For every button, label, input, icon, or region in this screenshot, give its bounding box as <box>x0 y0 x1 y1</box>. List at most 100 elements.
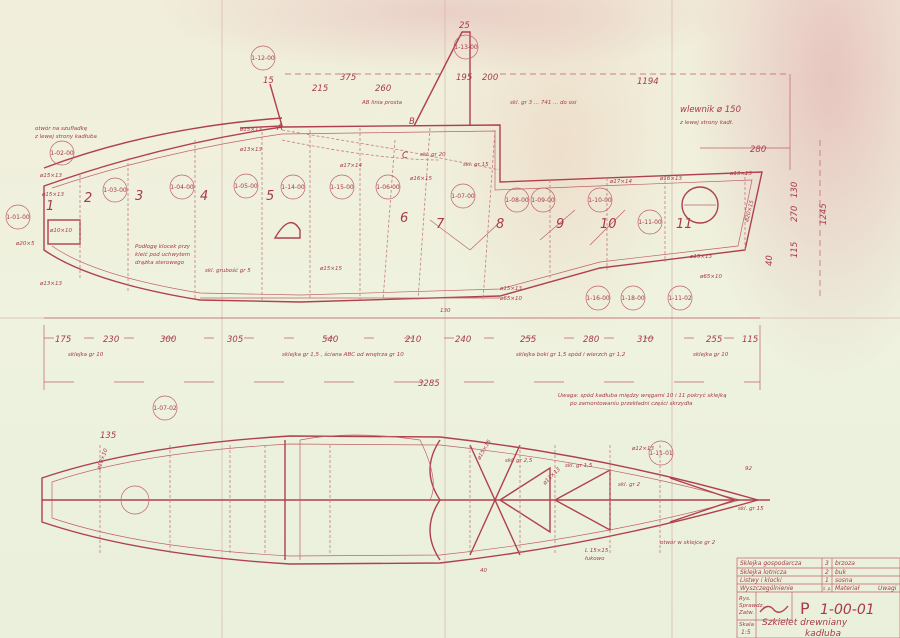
section-size-label: ø15×13 <box>689 254 712 260</box>
part-callout-circle <box>169 174 195 200</box>
part-callout-label: 1-16-00 <box>586 295 610 302</box>
note-plywood-rear: sklejka boki gr 1,5 spód i wierzch gr 1,… <box>516 351 626 358</box>
section-size-label: ø13×13 <box>729 171 752 177</box>
height-dimension: 130 <box>790 182 800 198</box>
part-callout-circle <box>453 34 479 60</box>
section-size-label: ø10×10 <box>49 228 72 234</box>
part-callout-label: 1-02-00 <box>50 150 74 157</box>
part-callout-label: 1-07-02 <box>153 405 177 412</box>
reference-point: A <box>276 123 283 133</box>
part-callout-circle <box>375 174 401 200</box>
part-callout-circle <box>233 173 259 199</box>
part-callout-label: 1-15-00 <box>330 184 354 191</box>
height-dimension: 115 <box>790 242 800 258</box>
plan-note: skl. gr 15 <box>738 506 764 512</box>
dimension-label: 1194 <box>637 77 659 87</box>
section-size-label: ø15×13 <box>41 192 64 198</box>
part-callout-label: 1-18-00 <box>621 295 645 302</box>
section-size-label: ø17×14 <box>339 163 362 169</box>
dimension-label: 280 <box>750 145 766 155</box>
frame-member <box>482 129 496 301</box>
frame-number: 8 <box>496 217 504 232</box>
frame-number: 6 <box>400 211 408 226</box>
material-no-3: 1 <box>825 577 829 584</box>
material-item-2: Sklejka lotnicza <box>740 569 787 576</box>
drawing-number: 1-00-01 <box>820 602 875 618</box>
part-callout-circle <box>152 395 178 421</box>
scale-label: Skala <box>739 622 755 628</box>
note-drawer-opening: otwór na szufladkę <box>35 125 88 132</box>
part-callout-label: 1-09-00 <box>531 197 555 204</box>
frame-member <box>382 139 396 301</box>
dimension-label: 375 <box>340 73 356 83</box>
part-callout-label: 1-01-00 <box>6 214 30 221</box>
part-callout-label: 1-12-00 <box>251 55 275 62</box>
note-ab-line: AB linia prosta <box>361 100 403 106</box>
material-no-2: 2 <box>825 569 829 576</box>
plan-note: skl. gr 2,5 <box>505 458 533 464</box>
note-drawer-opening: z lewej strony kadłuba <box>34 134 97 140</box>
section-size-label: ø20×5 <box>15 241 35 247</box>
remark-line-1: Uwaga: spód kadłuba między wręgami 10 i … <box>558 392 727 399</box>
section-size-label: ø13×13 <box>39 281 62 287</box>
dimension-label: 175 <box>55 335 71 345</box>
section-size-label: ø16×15 <box>409 176 432 182</box>
section-size-label: ø17×14 <box>609 179 632 185</box>
material-1: brzoza <box>835 560 855 567</box>
dimension-label: 260 <box>375 84 391 94</box>
section-size-label: ø16×13 <box>659 176 682 182</box>
note-plywood: skl. gr 20 <box>420 152 446 158</box>
material-3: sosna <box>835 577 853 584</box>
part-callout-label: 1-07-00 <box>451 193 475 200</box>
dimension-label: 255 <box>520 335 536 345</box>
drawing-format: P <box>800 599 810 618</box>
part-callout-circle <box>530 187 556 213</box>
part-callout-label: 1-11-02 <box>668 295 692 302</box>
part-callout-label: 1-03-00 <box>103 187 127 194</box>
part-callout-label: 1-11-00 <box>638 219 662 226</box>
reference-point: C <box>402 151 408 161</box>
part-callout-circle <box>637 209 663 235</box>
header-material: Materiał <box>835 585 860 592</box>
note-plywood-front: sklejka gr 10 <box>68 352 104 358</box>
note-top: skl. gr 3 ... 741 ... do osi <box>510 100 577 106</box>
plan-view <box>41 434 770 565</box>
signature <box>759 605 789 613</box>
part-callout-circle <box>329 174 355 200</box>
section-size-label: ø20×15 <box>744 199 756 223</box>
part-callout-label: 1-06-00 <box>376 184 400 191</box>
section-size-label: ø65×10 <box>699 274 722 280</box>
section-size-label: ø15×15 <box>319 266 342 272</box>
material-item-1: Sklejka gospodarcza <box>740 560 802 567</box>
plan-note: łukowo <box>585 556 605 562</box>
dimension-label: 240 <box>455 335 471 345</box>
note-floor: kleić pod uchwytem <box>135 251 190 258</box>
plan-note: 40 <box>480 568 487 574</box>
frame-number: 7 <box>436 217 445 232</box>
part-callout-circle <box>49 140 75 166</box>
part-callout-circle <box>504 187 530 213</box>
remark-line-2: po zamontowaniu przekładni części skrzyd… <box>569 400 693 407</box>
part-callout-label: 1-04-00 <box>170 184 194 191</box>
part-callout-circle <box>102 177 128 203</box>
part-callout-circle <box>587 187 613 213</box>
frame-number: 11 <box>676 217 693 232</box>
plan-note: 92 <box>745 466 752 472</box>
dimension-label: 305 <box>227 335 243 345</box>
part-callout-circle <box>250 45 276 71</box>
dimension-label: 115 <box>742 335 758 345</box>
frame-number: 2 <box>84 191 92 206</box>
part-callout-circle <box>450 183 476 209</box>
plan-note: ø12×13 <box>631 446 654 452</box>
dimension-label: 215 <box>312 84 328 94</box>
part-callout-circle <box>667 285 693 311</box>
material-item-3: Listwy i klocki <box>740 577 782 584</box>
section-size-label: ø15×13 <box>39 173 62 179</box>
header-item: Wyszczególnienie <box>740 585 794 592</box>
note-plywood: skl. grubość gr 5 <box>205 267 251 274</box>
reference-point: B <box>409 117 415 127</box>
part-callout-label: 1-05-00 <box>234 183 258 190</box>
section-size-label: ø15×13 <box>239 127 262 133</box>
dimension-label: 300 <box>160 335 176 345</box>
